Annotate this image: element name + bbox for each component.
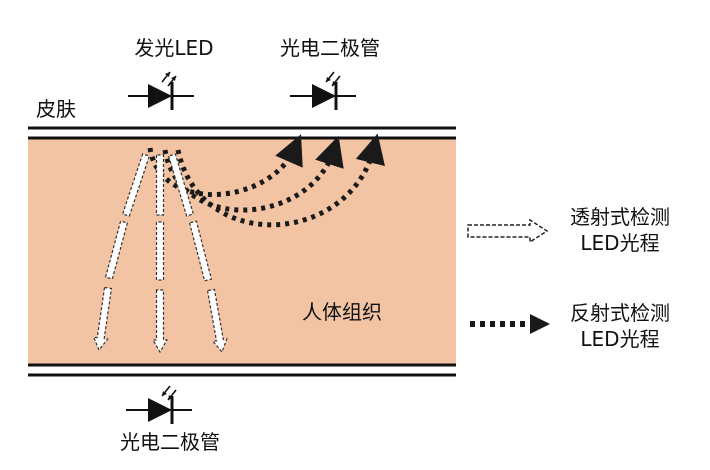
transmission-paths [92,153,228,354]
transmission-arrow-segment [167,153,195,217]
legend-reflection-line2: LED光程 [580,327,660,351]
transmission-arrow-segment [155,154,165,216]
skin-label: 皮肤 [36,97,76,121]
skin-top-layer [28,126,456,140]
transmission-arrow-segment [188,220,213,282]
led-emitter-label: 发光LED [134,36,214,60]
reflection-path-3 [175,133,385,228]
reflection-path-1 [147,134,303,197]
photodiode-bottom-label: 光电二极管 [120,430,220,454]
tissue-label: 人体组织 [302,300,382,324]
legend-reflection-arrow [470,314,550,334]
legend-transmission-label: 透射式检测 LED光程 [570,204,670,256]
transmission-arrow-segment [104,220,129,280]
transmission-arrow-segment [151,289,169,354]
transmission-arrow-segment [155,221,165,281]
legend-transmission-line2: LED光程 [580,231,660,255]
photodiode-bottom-icon [126,385,192,424]
tissue-region [28,137,456,365]
skin-bottom-layer [28,363,456,377]
photodiode-top-icon [290,71,356,110]
transmission-arrow-segment [206,288,228,354]
legend-reflection-label: 反射式检测 LED光程 [570,300,670,352]
legend-transmission-arrow [467,218,549,244]
led-diode-icon [128,71,194,110]
legend-reflection-line1: 反射式检测 [570,301,670,325]
transmission-arrow-segment [92,286,113,352]
legend-transmission-line1: 透射式检测 [570,205,670,229]
photodiode-top-label: 光电二极管 [280,36,380,60]
transmission-arrow-segment [121,153,151,217]
